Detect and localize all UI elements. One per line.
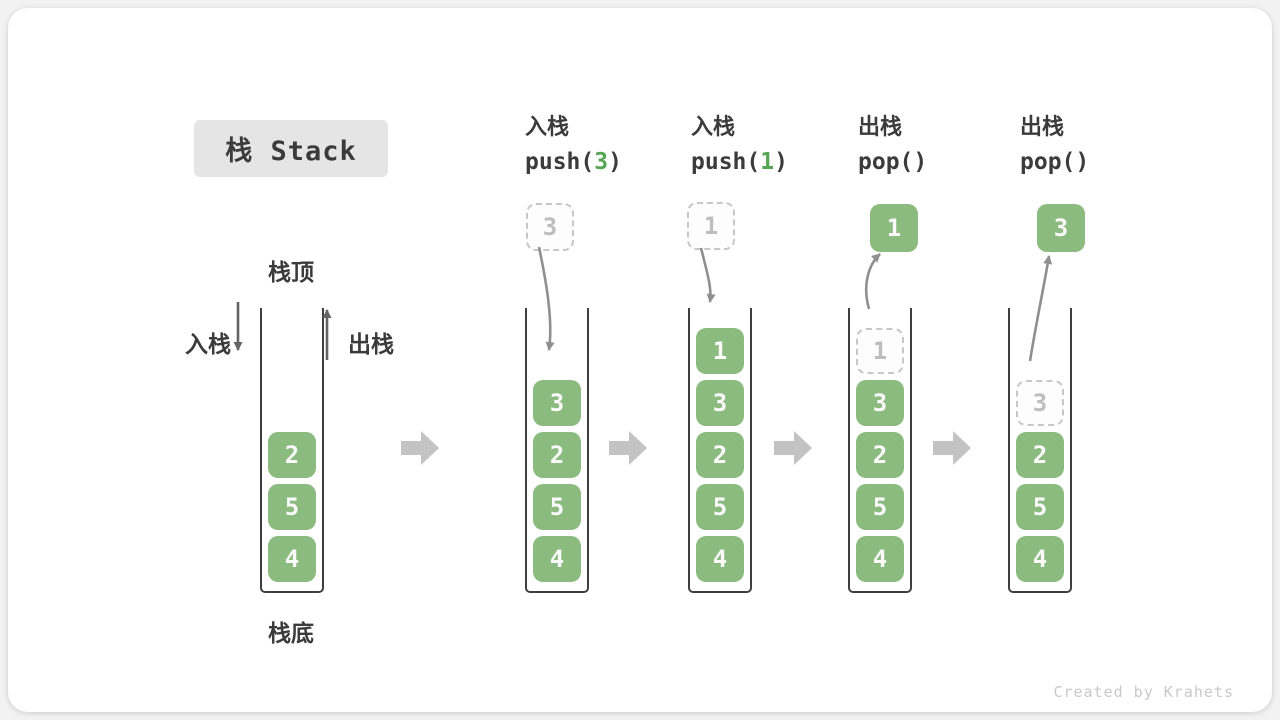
op-label-pop-first: 出栈 pop()	[858, 114, 1018, 175]
stack-item-ghost: 3	[1016, 380, 1064, 426]
stack-item: 3	[696, 380, 744, 426]
title-badge: 栈 Stack	[194, 120, 388, 177]
stack-item: 4	[1016, 536, 1064, 582]
stack-item: 5	[856, 484, 904, 530]
diagram-card: 栈 Stack 入栈 push(3) 入栈 push(1) 出栈 pop() 出…	[8, 8, 1272, 712]
op-name-label: 入栈	[691, 114, 736, 139]
float-pop-3-box: 3	[1037, 204, 1085, 252]
op-label-pop-second: 出栈 pop()	[1020, 114, 1180, 175]
op-name-label: 出栈	[1020, 114, 1065, 139]
push-side-label: 入栈	[185, 331, 231, 357]
stack-item: 4	[856, 536, 904, 582]
op-label-push-1: 入栈 push(1)	[691, 114, 851, 175]
op-name-label: 出栈	[858, 114, 903, 139]
step-arrow-icon	[609, 431, 647, 465]
stack-item-ghost: 1	[856, 328, 904, 374]
step-arrow-icon	[774, 431, 812, 465]
op-code-label: push(1)	[691, 149, 788, 175]
op-code-label: push(3)	[525, 149, 622, 175]
stack-item: 5	[696, 484, 744, 530]
stack-bottom-label: 栈底	[268, 620, 314, 646]
stack-item: 2	[268, 432, 316, 478]
stack-item: 5	[268, 484, 316, 530]
float-push-1-box: 1	[687, 202, 735, 250]
stack-item: 4	[268, 536, 316, 582]
stack-item: 5	[1016, 484, 1064, 530]
op-name-label: 入栈	[525, 114, 570, 139]
step-arrow-icon	[401, 431, 439, 465]
step-arrow-icon	[933, 431, 971, 465]
push-1-arrow-icon	[699, 247, 716, 303]
float-push-3-box: 3	[526, 203, 574, 251]
op-label-push-3: 入栈 push(3)	[525, 114, 685, 175]
stack-item: 2	[856, 432, 904, 478]
stack-item: 1	[696, 328, 744, 374]
watermark: Created by Krahets	[1053, 683, 1234, 701]
stack-initial: 2 5 4	[260, 308, 324, 593]
title-text: 栈 Stack	[225, 136, 357, 167]
stack-item: 2	[696, 432, 744, 478]
stack-top-label: 栈顶	[268, 259, 314, 285]
stack-item: 2	[1016, 432, 1064, 478]
stack-item: 4	[696, 536, 744, 582]
pop-1-arrow-icon	[864, 253, 881, 310]
stack-after-push-3: 3 2 5 4	[525, 308, 589, 593]
stack-after-pop-1: 1 3 2 5 4	[848, 308, 912, 593]
op-code-label: pop()	[1020, 149, 1090, 175]
stack-item: 4	[533, 536, 581, 582]
stack-item: 3	[856, 380, 904, 426]
pop-side-label: 出栈	[348, 331, 394, 357]
stack-item: 3	[533, 380, 581, 426]
op-code-label: pop()	[858, 149, 928, 175]
stack-after-pop-2: 3 2 5 4	[1008, 308, 1072, 593]
stack-item: 2	[533, 432, 581, 478]
float-pop-1-box: 1	[870, 204, 918, 252]
stack-item: 5	[533, 484, 581, 530]
stack-after-push-1: 1 3 2 5 4	[688, 308, 752, 593]
